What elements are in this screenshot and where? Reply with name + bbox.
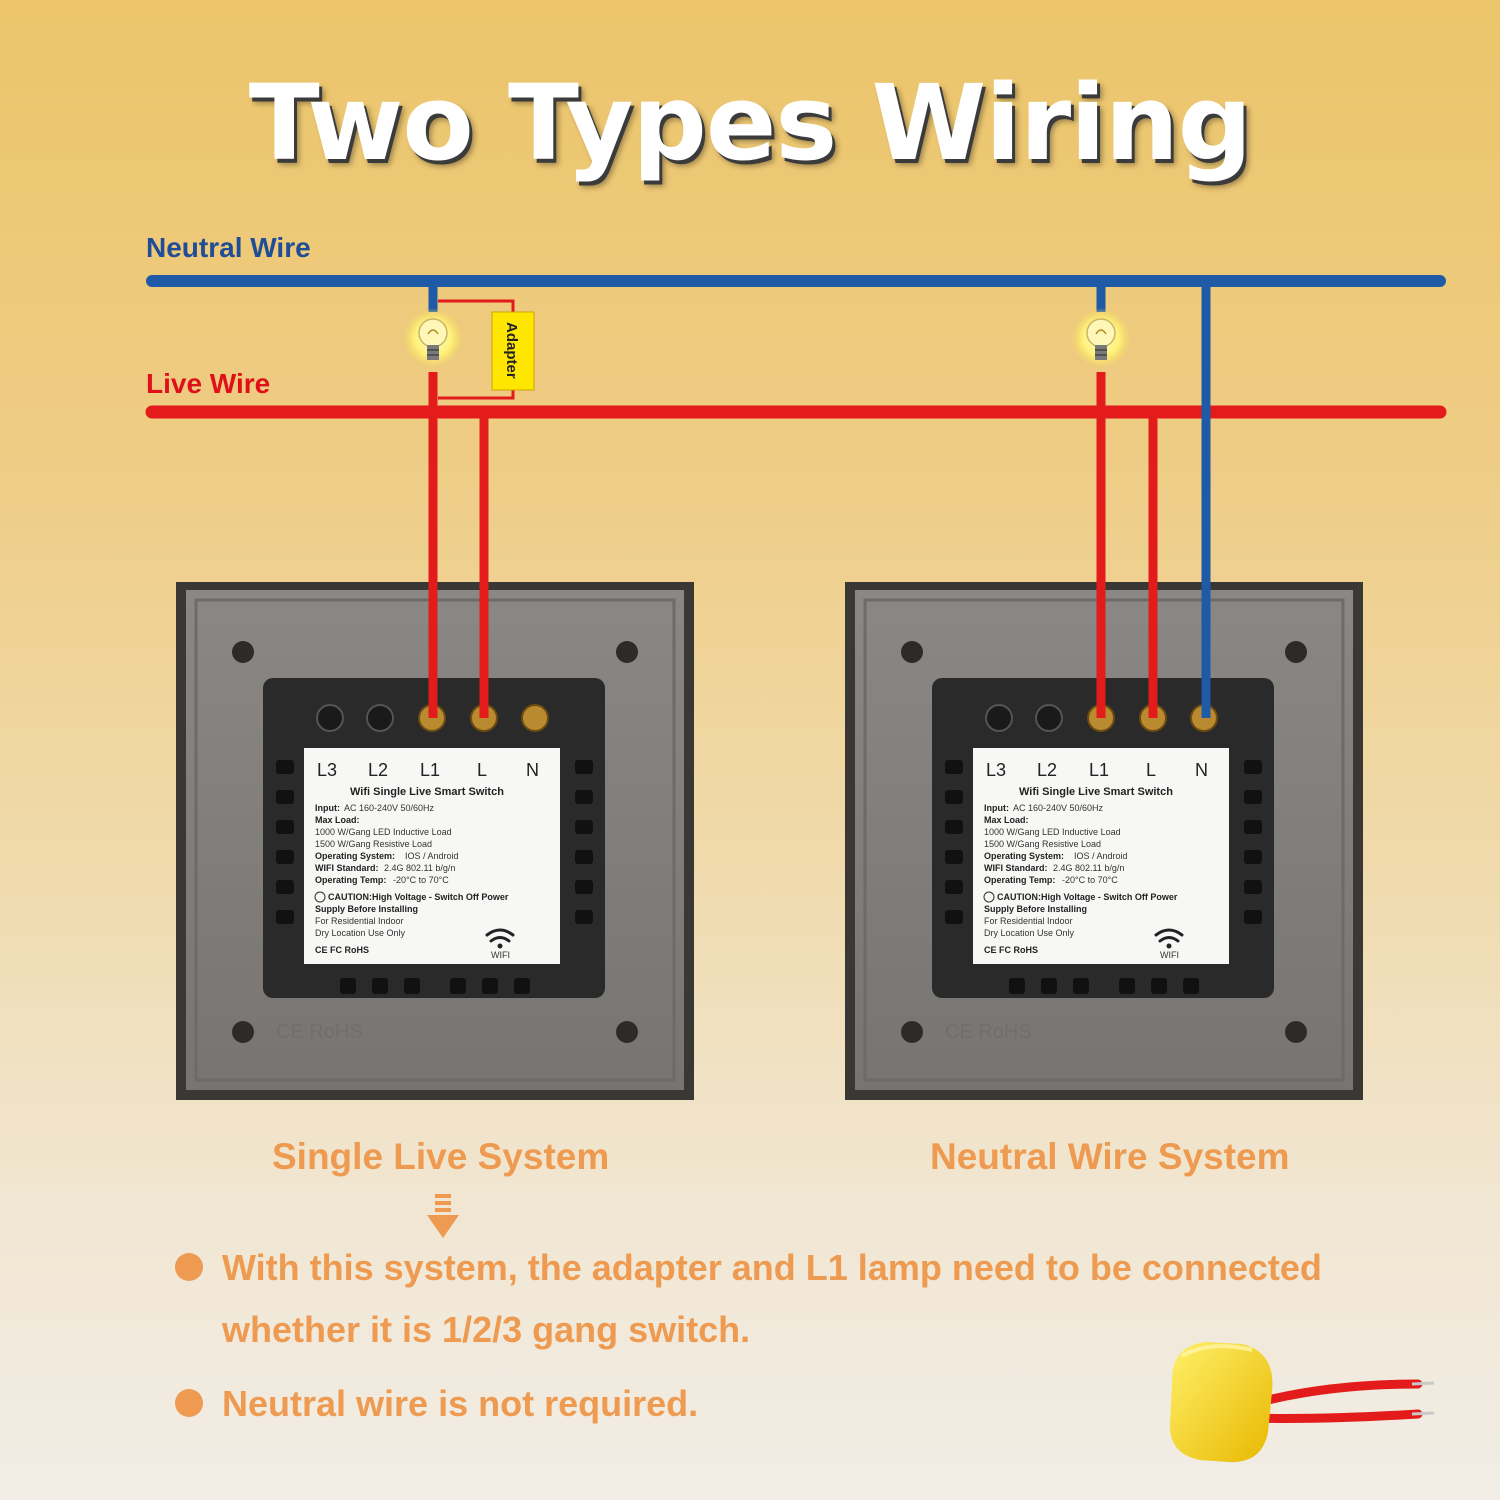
svg-text:1000 W/Gang LED Inductive Load: 1000 W/Gang LED Inductive Load xyxy=(984,827,1121,837)
terminal-label: L3 xyxy=(317,760,337,780)
svg-text:CAUTION:High Voltage - Switch: CAUTION:High Voltage - Switch Off Power xyxy=(997,892,1178,902)
svg-text:IOS / Android: IOS / Android xyxy=(1074,851,1128,861)
terminal-label: L3 xyxy=(986,760,1006,780)
svg-text:2.4G 802.11 b/g/n: 2.4G 802.11 b/g/n xyxy=(384,863,455,873)
neutral-wire-caption: Neutral Wire System xyxy=(930,1136,1290,1177)
product-name: Wifi Single Live Smart Switch xyxy=(1019,786,1173,798)
terminal-label: L2 xyxy=(368,760,388,780)
bullet-dot xyxy=(175,1389,203,1417)
bullet-dot xyxy=(175,1253,203,1281)
svg-text:WIFI Standard:: WIFI Standard: xyxy=(315,863,379,873)
mount-hole xyxy=(232,1021,254,1043)
page-title: Two Types Wiring xyxy=(248,62,1253,184)
wifi-icon xyxy=(1154,928,1184,949)
svg-text:2.4G 802.11 b/g/n: 2.4G 802.11 b/g/n xyxy=(1053,863,1124,873)
caution-icon xyxy=(983,891,995,903)
mount-hole xyxy=(616,641,638,663)
embossed-marks: CE RoHS xyxy=(276,1021,363,1043)
note-1-line-2: whether it is 1/2/3 gang switch. xyxy=(222,1309,751,1350)
svg-text:AC 160-240V 50/60Hz: AC 160-240V 50/60Hz xyxy=(1013,803,1104,813)
bulb-icon xyxy=(403,308,463,368)
mount-hole xyxy=(901,1021,923,1043)
svg-text:-20°C to 70°C: -20°C to 70°C xyxy=(393,875,449,885)
bulb-icon xyxy=(1071,308,1131,368)
terminal-label: L1 xyxy=(420,760,440,780)
note-1-line-1: With this system, the adapter and L1 lam… xyxy=(222,1247,1322,1288)
svg-text:Input:: Input: xyxy=(984,803,1009,813)
svg-text:CAUTION:High Voltage - Switch: CAUTION:High Voltage - Switch Off Power xyxy=(328,892,509,902)
svg-text:Operating Temp:: Operating Temp: xyxy=(315,875,386,885)
note-2: Neutral wire is not required. xyxy=(222,1383,699,1424)
svg-text:Max Load:: Max Load: xyxy=(984,815,1029,825)
svg-text:Input:: Input: xyxy=(315,803,340,813)
svg-text:Supply Before Installing: Supply Before Installing xyxy=(984,904,1087,914)
down-arrow-icon xyxy=(427,1194,459,1238)
svg-text:Operating System:: Operating System: xyxy=(315,851,395,861)
mount-hole xyxy=(901,641,923,663)
svg-text:-20°C to 70°C: -20°C to 70°C xyxy=(1062,875,1118,885)
spec-label xyxy=(973,748,1229,964)
neutral-wire-label: Neutral Wire xyxy=(146,232,311,263)
terminal-labels: L3 L2 L1 L N xyxy=(317,760,539,780)
caution-icon xyxy=(314,891,326,903)
terminal-screws xyxy=(316,704,549,732)
mount-hole xyxy=(1285,1021,1307,1043)
svg-text:1500 W/Gang Resistive Load: 1500 W/Gang Resistive Load xyxy=(315,839,432,849)
terminal-label: L xyxy=(477,760,487,780)
capacitor-adapter-image xyxy=(1169,1342,1435,1463)
cert-marks: CE FC RoHS xyxy=(315,945,369,955)
terminal-label: L1 xyxy=(1089,760,1109,780)
svg-text:WIFI: WIFI xyxy=(491,950,510,960)
svg-text:Dry Location Use Only: Dry Location Use Only xyxy=(315,928,406,938)
svg-text:IOS / Android: IOS / Android xyxy=(405,851,459,861)
svg-text:WIFI: WIFI xyxy=(1160,950,1179,960)
product-name: Wifi Single Live Smart Switch xyxy=(350,786,504,798)
terminal-labels: L3 L2 L1 L N xyxy=(986,760,1208,780)
spec-label xyxy=(304,748,560,964)
wifi-icon xyxy=(485,928,515,949)
terminal-label: N xyxy=(1195,760,1208,780)
terminal-label: L xyxy=(1146,760,1156,780)
svg-text:Dry Location Use Only: Dry Location Use Only xyxy=(984,928,1075,938)
svg-text:For Residential Indoor: For Residential Indoor xyxy=(315,916,404,926)
svg-text:Max Load:: Max Load: xyxy=(315,815,360,825)
mount-hole xyxy=(232,641,254,663)
svg-text:Supply Before Installing: Supply Before Installing xyxy=(315,904,418,914)
svg-text:Operating Temp:: Operating Temp: xyxy=(984,875,1055,885)
cert-marks: CE FC RoHS xyxy=(984,945,1038,955)
adapter-component: Adapter xyxy=(491,311,535,391)
svg-text:1000 W/Gang LED Inductive Load: 1000 W/Gang LED Inductive Load xyxy=(315,827,452,837)
mount-hole xyxy=(1285,641,1307,663)
svg-text:AC 160-240V 50/60Hz: AC 160-240V 50/60Hz xyxy=(344,803,435,813)
terminal-label: L2 xyxy=(1037,760,1057,780)
svg-text:Operating System:: Operating System: xyxy=(984,851,1064,861)
svg-text:WIFI Standard:: WIFI Standard: xyxy=(984,863,1048,873)
mount-hole xyxy=(616,1021,638,1043)
live-wire-label: Live Wire xyxy=(146,368,271,399)
svg-text:Adapter: Adapter xyxy=(503,322,520,379)
terminal-label: N xyxy=(526,760,539,780)
single-live-caption: Single Live System xyxy=(272,1136,610,1177)
embossed-marks: CE RoHS xyxy=(945,1021,1032,1043)
svg-text:1500 W/Gang Resistive Load: 1500 W/Gang Resistive Load xyxy=(984,839,1101,849)
svg-text:For Residential Indoor: For Residential Indoor xyxy=(984,916,1073,926)
